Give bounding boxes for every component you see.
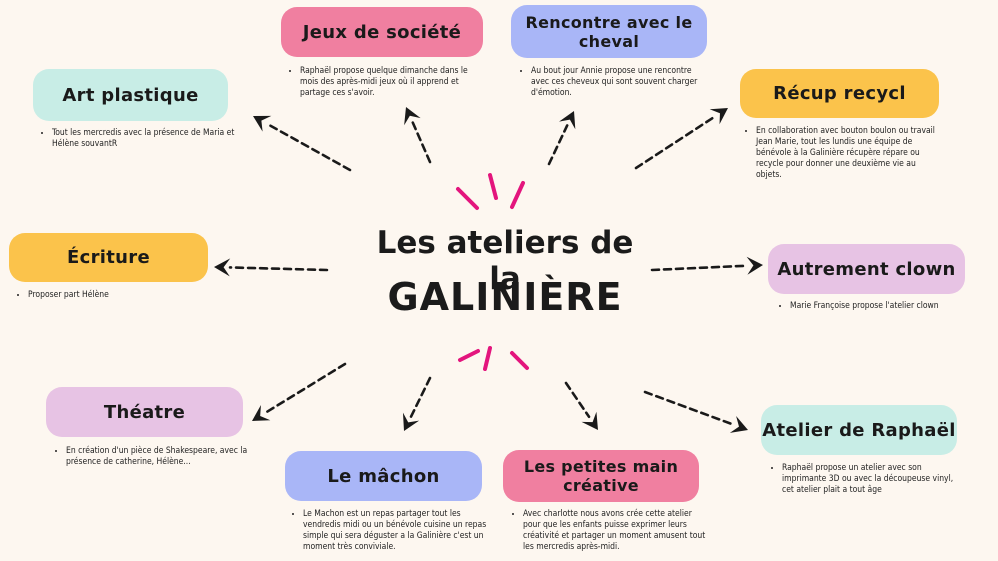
node-description: Proposer part Hélène [14, 290, 204, 301]
node-atelier-raphael: Atelier de Raphaël [761, 405, 957, 455]
node-description: Le Machon est un repas partager tout les… [289, 509, 499, 553]
node-label: Théatre [103, 401, 186, 423]
arrow-to-theatre [252, 362, 347, 421]
arrow-to-jeux [404, 107, 432, 164]
node-description-item: Le Machon est un repas partager tout les… [303, 509, 499, 553]
node-description: En création d'un pièce de Shakespeare, a… [52, 446, 262, 468]
arrow-to-ecriture [214, 258, 329, 277]
node-description-item: Au bout jour Annie propose une rencontre… [531, 66, 712, 99]
node-description: Marie Françoise propose l'atelier clown [776, 301, 971, 312]
node-label: Jeux de société [302, 21, 462, 43]
node-description: Raphaël propose quelque dimanche dans le… [286, 66, 486, 99]
node-label: Art plastique [62, 84, 199, 106]
node-ecriture: Écriture [9, 233, 208, 282]
node-jeux-de-societe: Jeux de société [281, 7, 483, 57]
node-description: Au bout jour Annie propose une rencontre… [517, 66, 712, 99]
arrow-to-machon [402, 376, 432, 431]
node-label: Autrement clown [777, 258, 956, 280]
node-description: Raphaël propose un atelier avec son impr… [768, 463, 963, 496]
title-line-2: GALINIÈRE [387, 275, 623, 319]
node-description-item: Tout les mercredis avec la présence de M… [52, 128, 243, 150]
node-theatre: Théatre [46, 387, 243, 437]
arrow-to-art-plastique [253, 115, 352, 172]
node-label: Les petites main créative [523, 457, 679, 495]
node-description-item: En collaboration avec bouton boulon ou t… [756, 126, 942, 181]
node-label: Le mâchon [327, 465, 440, 487]
node-autrement-clown: Autrement clown [768, 244, 965, 294]
arrow-to-clown [650, 256, 763, 275]
node-description: Tout les mercredis avec la présence de M… [38, 128, 243, 150]
node-label: Atelier de Raphaël [762, 419, 956, 441]
node-description-item: Raphaël propose un atelier avec son impr… [782, 463, 963, 496]
node-description: Avec charlotte nous avons crée cette ate… [509, 509, 707, 553]
sparkle-bottom-icon [458, 346, 529, 371]
arrow-to-petites [564, 381, 598, 430]
node-rencontre-cheval: Rencontre avec le cheval [511, 5, 707, 58]
node-description-item: Marie Françoise propose l'atelier clown [790, 301, 971, 312]
node-recup-recycl: Récup recycl [740, 69, 939, 118]
node-label: Rencontre avec le cheval [525, 12, 693, 51]
sparkle-top-icon [456, 173, 525, 210]
node-art-plastique: Art plastique [33, 69, 228, 121]
node-petites-main-creative: Les petites main créative [503, 450, 699, 502]
node-label: Écriture [67, 247, 150, 268]
arrow-to-raphael [643, 390, 748, 433]
node-description: En collaboration avec bouton boulon ou t… [742, 126, 942, 181]
node-label: Récup recycl [773, 83, 906, 104]
arrow-to-cheval [547, 111, 576, 166]
node-le-machon: Le mâchon [285, 451, 482, 501]
node-description-item: Avec charlotte nous avons crée cette ate… [523, 509, 707, 553]
arrow-to-recup [634, 108, 728, 170]
node-description-item: En création d'un pièce de Shakespeare, a… [66, 446, 262, 468]
node-description-item: Raphaël propose quelque dimanche dans le… [300, 66, 486, 99]
title-line-1: Les ateliers de la [376, 225, 634, 297]
node-description-item: Proposer part Hélène [28, 290, 204, 301]
